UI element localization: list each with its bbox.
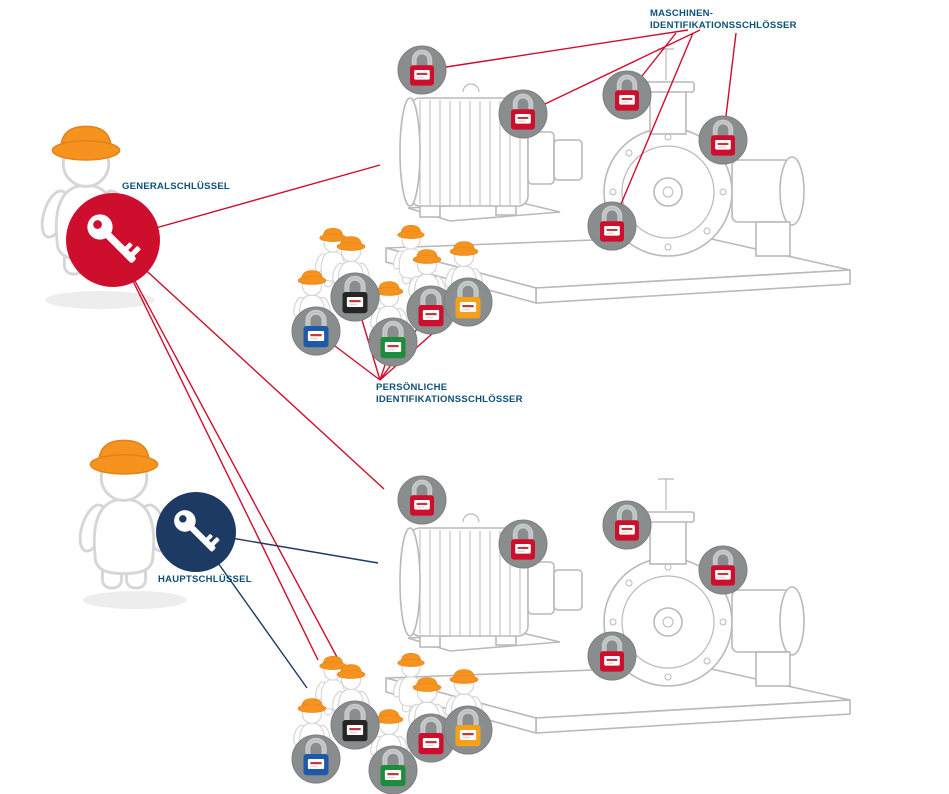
connector-general-key-to-bottom-crew-1 — [112, 239, 319, 661]
machine-locks-label-line2: IDENTIFIKATIONSSCHLÖSSER — [650, 20, 797, 31]
top-machine — [386, 46, 850, 303]
connector-label-to-coupling-lock — [544, 29, 701, 105]
machine-locks-label-line1: MASCHINEN- — [650, 8, 713, 19]
personal-locks-label-line2: IDENTIFIKATIONSSCHLÖSSER — [376, 394, 523, 405]
figure-shadow — [83, 591, 187, 609]
connector-general-key-to-bottom-machine — [112, 239, 385, 490]
main-key-holder-figure — [73, 438, 175, 590]
main-key-label: HAUPTSCHLÜSSEL — [158, 574, 252, 585]
main-key-badge — [156, 492, 236, 572]
connector-label-to-motor-lock — [445, 29, 689, 68]
connector-personal-label-to-lock-3 — [379, 364, 386, 381]
connector-label-to-pump-lock — [620, 32, 694, 205]
connector-label-to-suction-lock — [725, 32, 737, 117]
connector-general-key-to-bottom-crew-2 — [112, 239, 346, 673]
general-key-badge — [66, 193, 160, 287]
figure-shadow — [45, 291, 155, 309]
general-key-label: GENERALSCHLÜSSEL — [122, 181, 230, 192]
labels: MASCHINEN- IDENTIFIKATIONSSCHLÖSSER GENE… — [122, 8, 797, 585]
bottom-worker-crew — [292, 653, 492, 794]
connector-label-to-discharge-lock — [641, 32, 677, 77]
connector-personal-label-to-lock-1 — [334, 345, 381, 381]
top-worker-crew — [292, 225, 492, 366]
personal-locks-label-line1: PERSÖNLICHE — [376, 382, 447, 393]
bottom-machine — [386, 476, 850, 733]
